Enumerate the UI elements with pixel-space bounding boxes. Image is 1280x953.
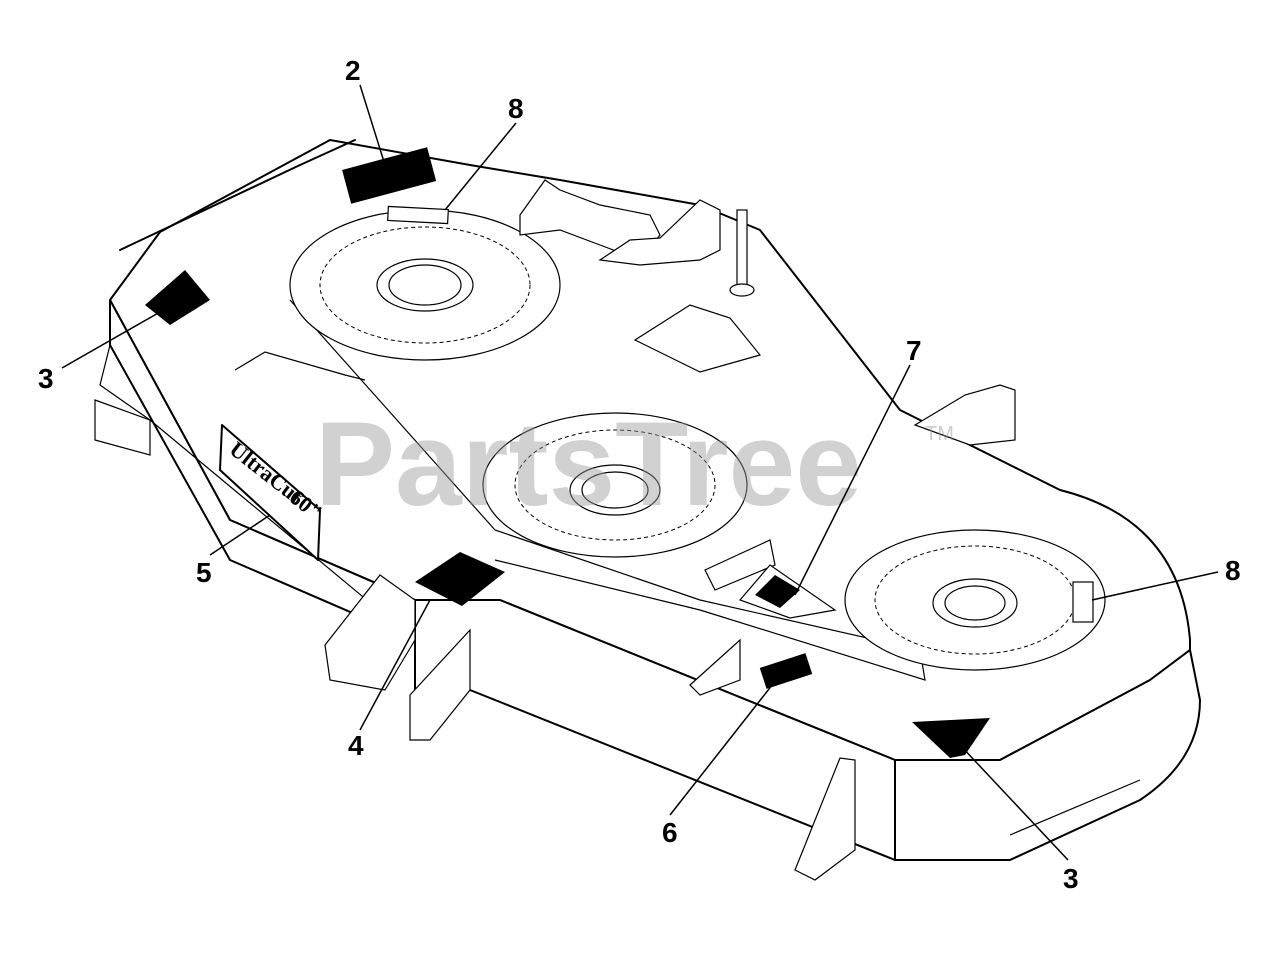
decal-7 [738,564,837,619]
watermark-text: PartsTree [315,397,862,531]
decal-3-right [912,718,990,758]
decal-8-right [1072,581,1094,623]
spindle-left [289,209,561,361]
decal-8-left [387,205,449,225]
callout-8-top: 8 [508,93,524,124]
callout-3-right: 3 [1063,863,1079,894]
spindle-right [844,529,1106,671]
spindle-center [482,412,748,558]
callout-6: 6 [662,817,678,848]
callout-2: 2 [345,55,361,86]
leader-lines [61,84,1219,861]
decal-3-left [145,270,210,325]
decal-6 [759,653,813,689]
callout-8-right: 8 [1225,555,1241,586]
callout-3-left: 3 [38,363,54,394]
callouts: 2 8 3 7 8 5 4 6 3 [38,55,1241,894]
callout-7: 7 [906,335,922,366]
callout-5: 5 [196,557,212,588]
watermark-tm: TM [925,423,954,445]
callout-4: 4 [348,730,364,761]
decal-4 [415,552,505,606]
deck-brackets [94,179,1016,881]
decal-2 [342,147,437,204]
